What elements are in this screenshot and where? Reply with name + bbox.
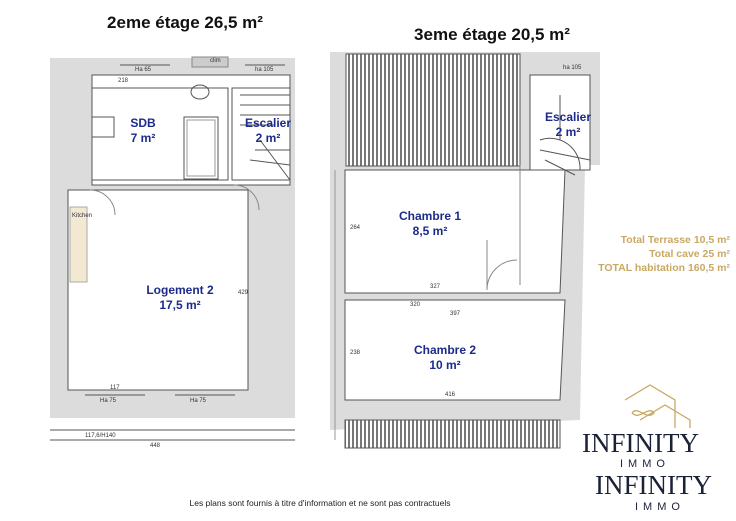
total-habitation: TOTAL habitation 160,5 m² [598, 262, 730, 274]
dimension: 218 [118, 78, 129, 84]
logo-subtext: IMMO [620, 458, 670, 470]
window-label: ha 105 [563, 65, 582, 71]
total-terrasse: Total Terrasse 10,5 m² [620, 234, 730, 246]
room-name: Escalier [244, 116, 292, 130]
clim-label: clim [210, 58, 221, 64]
room-area: 2 m² [255, 131, 281, 145]
room-name: Chambre 1 [398, 209, 462, 223]
room-area: 10 m² [429, 358, 461, 372]
room-name: Chambre 2 [413, 343, 477, 357]
dimension: 264 [350, 225, 361, 231]
room-name: SDB [130, 116, 156, 130]
window-label: ha 105 [255, 67, 274, 73]
window-label: Ha 65 [135, 67, 152, 73]
room-name: Logement 2 [146, 283, 214, 297]
dimension: 327 [430, 284, 441, 290]
floor-title-2eme: 2eme étage 26,5 m² [107, 13, 263, 32]
dimension: 238 [350, 350, 361, 356]
dimension: 429 [238, 290, 249, 296]
dimension: 320 [410, 302, 421, 308]
total-cave: Total cave 25 m² [649, 248, 730, 260]
room-area: 17,5 m² [159, 298, 201, 312]
logo-text: INFINITY [595, 470, 712, 500]
plan-2eme-etage [50, 56, 295, 441]
room-area: 2 m² [555, 125, 581, 139]
kitchen-label: Kitchen [72, 213, 93, 219]
dimension: 117,6/H140 [85, 433, 116, 439]
logo-text: INFINITY [582, 428, 699, 458]
dimension: 448 [150, 443, 161, 449]
dimension: 117 [110, 385, 120, 391]
plan-3eme-etage [330, 52, 600, 449]
disclaimer: Les plans sont fournis à titre d'informa… [189, 498, 451, 508]
room-area: 8,5 m² [412, 224, 448, 238]
room-area: 7 m² [130, 131, 156, 145]
window-label: Ha 75 [100, 398, 117, 404]
logo-subtext: IMMO [635, 501, 685, 513]
dimension: 416 [445, 392, 456, 398]
room-name: Escalier [544, 110, 592, 124]
dimension: 397 [450, 311, 461, 317]
logo-mark-icon [624, 384, 691, 428]
window-label: Ha 75 [190, 398, 207, 404]
floor-title-3eme: 3eme étage 20,5 m² [414, 25, 570, 44]
